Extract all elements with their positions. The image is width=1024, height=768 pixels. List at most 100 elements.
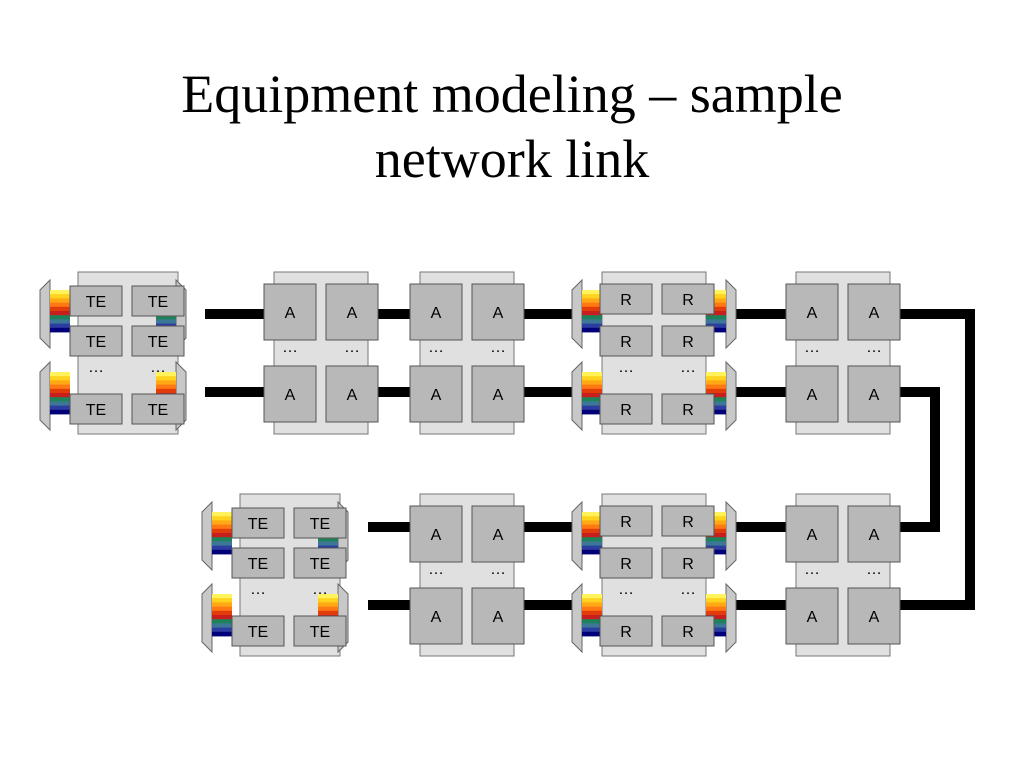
wavelength-band bbox=[706, 323, 726, 329]
wavelength-band bbox=[212, 627, 232, 633]
wavelength-band bbox=[706, 631, 726, 637]
terminal-left-connector bbox=[201, 582, 213, 654]
te-card: TE bbox=[231, 547, 285, 579]
wavelength-band bbox=[50, 306, 70, 312]
card-body bbox=[661, 547, 715, 579]
wavelength-band bbox=[706, 376, 726, 381]
card-body bbox=[599, 393, 653, 425]
card-body bbox=[471, 505, 525, 563]
wavelength-band bbox=[212, 524, 232, 530]
wavelength-band bbox=[318, 594, 338, 599]
wavelength-band bbox=[706, 298, 726, 303]
wavelength-band bbox=[706, 623, 726, 628]
ellipsis-marker: … bbox=[490, 561, 506, 578]
wavelength-band bbox=[50, 380, 70, 385]
te-card: TE bbox=[69, 393, 123, 425]
te-card: TE bbox=[69, 285, 123, 317]
ellipsis-marker: … bbox=[344, 339, 360, 356]
wavelength-band bbox=[156, 319, 176, 324]
wavelength-band bbox=[706, 372, 726, 377]
card-label: A bbox=[347, 387, 358, 404]
wavelength-band bbox=[156, 384, 176, 390]
te-card: TE bbox=[131, 325, 185, 357]
card-body bbox=[263, 365, 317, 423]
regenerator-left-connector bbox=[571, 500, 583, 572]
regenerator-left-wdm-stack bbox=[582, 594, 602, 637]
card-body bbox=[231, 507, 285, 539]
wavelength-band bbox=[582, 520, 602, 525]
r-card: R bbox=[661, 615, 715, 647]
card-body bbox=[661, 505, 715, 537]
amplifier-card: A bbox=[325, 283, 379, 341]
ellipsis-marker: … bbox=[428, 561, 444, 578]
card-body bbox=[263, 283, 317, 341]
card-label: R bbox=[682, 402, 694, 419]
wavelength-band bbox=[50, 302, 70, 308]
r-card: R bbox=[661, 283, 715, 315]
regenerator-right-wdm-stack bbox=[706, 512, 726, 555]
wavelength-band bbox=[212, 516, 232, 521]
wavelength-band bbox=[156, 380, 176, 385]
wavelength-band bbox=[50, 372, 70, 377]
te-card: TE bbox=[293, 547, 347, 579]
wavelength-band bbox=[706, 302, 726, 308]
wavelength-band bbox=[212, 619, 232, 624]
r-card: R bbox=[599, 547, 653, 579]
wavelength-band bbox=[582, 528, 602, 534]
wavelength-band bbox=[706, 306, 726, 312]
wavelength-band bbox=[706, 606, 726, 612]
wavelength-band bbox=[582, 397, 602, 402]
card-label: A bbox=[285, 305, 296, 322]
wavelength-band bbox=[582, 594, 602, 599]
ellipsis-marker: … bbox=[680, 581, 696, 598]
wavelength-band bbox=[582, 619, 602, 624]
wavelength-band bbox=[156, 315, 176, 320]
card-body bbox=[131, 285, 185, 317]
card-label: TE bbox=[310, 516, 330, 533]
card-label: R bbox=[682, 334, 694, 351]
amplifier-card: A bbox=[409, 587, 463, 645]
card-body bbox=[847, 587, 901, 645]
card-label: R bbox=[620, 334, 632, 351]
card-body bbox=[231, 615, 285, 647]
card-label: TE bbox=[86, 294, 106, 311]
wavelength-band bbox=[582, 615, 602, 620]
amplifier-card: A bbox=[847, 505, 901, 563]
terminal-left-connector bbox=[201, 500, 213, 572]
wavelength-band bbox=[706, 315, 726, 320]
wavelength-band bbox=[582, 598, 602, 603]
card-label: A bbox=[493, 527, 504, 544]
card-label: R bbox=[620, 514, 632, 531]
card-label: TE bbox=[86, 334, 106, 351]
card-label: TE bbox=[248, 624, 268, 641]
wavelength-band bbox=[50, 323, 70, 329]
terminal-left-connector bbox=[39, 360, 51, 432]
wavelength-band bbox=[212, 545, 232, 551]
ellipsis-marker: … bbox=[866, 339, 882, 356]
ellipsis-marker: … bbox=[88, 359, 104, 376]
wavelength-band bbox=[50, 315, 70, 320]
wavelength-band bbox=[212, 602, 232, 607]
wavelength-band bbox=[706, 311, 726, 316]
amplifier-card: A bbox=[409, 365, 463, 423]
wavelength-band bbox=[582, 323, 602, 329]
slide-title: Equipment modeling – sample network link bbox=[0, 62, 1024, 192]
wavelength-band bbox=[212, 610, 232, 616]
wavelength-band bbox=[582, 302, 602, 308]
card-label: R bbox=[620, 556, 632, 573]
wavelength-band bbox=[706, 397, 726, 402]
card-label: TE bbox=[148, 334, 168, 351]
wavelength-band bbox=[156, 372, 176, 377]
regenerator-right-wdm-stack bbox=[706, 594, 726, 637]
amplifier-card: A bbox=[785, 283, 839, 341]
card-label: A bbox=[493, 305, 504, 322]
card-label: A bbox=[431, 305, 442, 322]
amplifier-card: A bbox=[471, 365, 525, 423]
card-body bbox=[409, 587, 463, 645]
wavelength-band bbox=[50, 311, 70, 316]
